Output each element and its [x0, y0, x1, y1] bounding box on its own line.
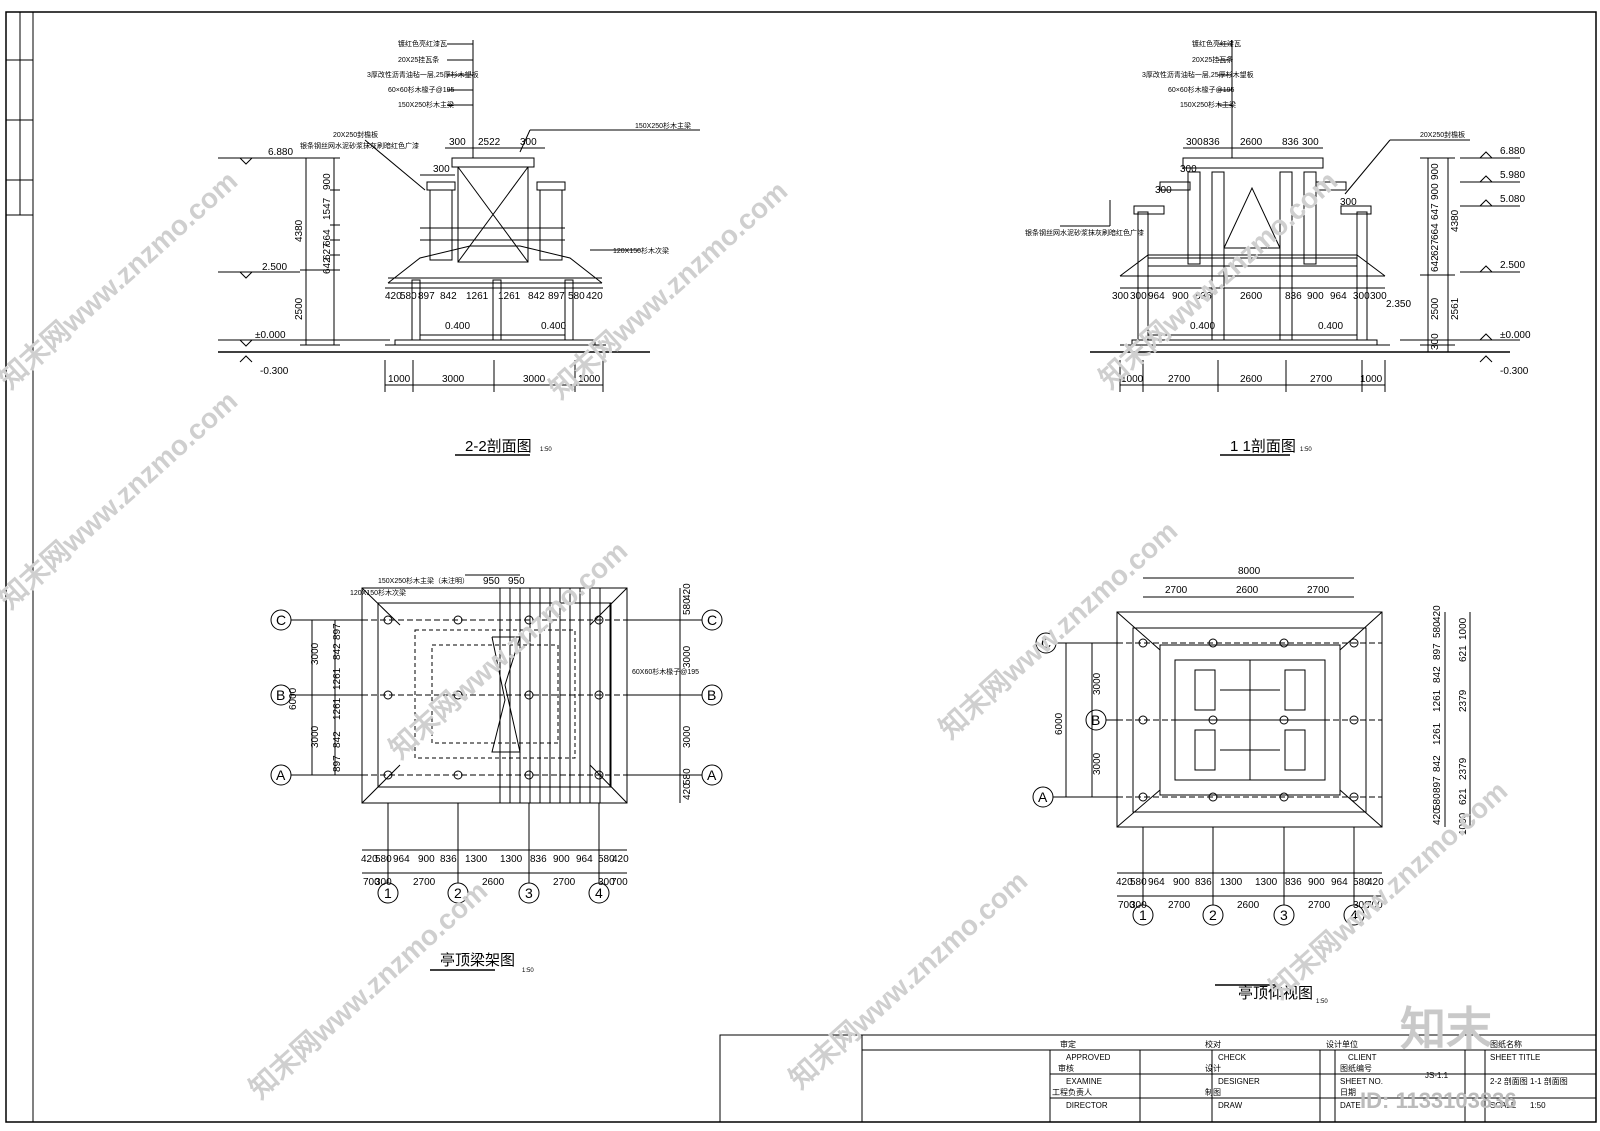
roof-soffit-plan	[1032, 577, 1471, 986]
title-block	[719, 1034, 1597, 1123]
section-1-1	[1060, 40, 1520, 456]
roof-frame-plan	[270, 574, 723, 971]
section-2-2	[218, 40, 700, 456]
